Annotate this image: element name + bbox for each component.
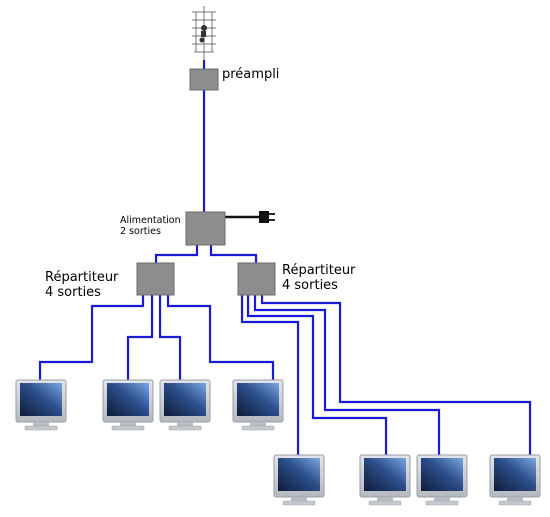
- cable-alimentation-right: [209, 245, 258, 263]
- preampli-label: préampli: [222, 67, 280, 82]
- monitor-icon: [416, 454, 468, 506]
- cable-right-out-1: [240, 295, 300, 455]
- monitor-icon: [359, 454, 411, 506]
- monitor-icon: [15, 379, 67, 431]
- repartiteur-left-label: Répartiteur 4 sorties: [45, 270, 119, 300]
- antenna-icon: [192, 6, 216, 60]
- power-plug-icon: [225, 211, 275, 223]
- cable-left-out-3: [158, 295, 182, 380]
- monitor-icon: [273, 454, 325, 506]
- monitor-icon: [232, 379, 284, 431]
- repartiteur-right-label: Répartiteur 4 sorties: [282, 263, 356, 293]
- monitor-icon: [102, 379, 154, 431]
- monitor-icon: [159, 379, 211, 431]
- cable-right-out-2: [246, 295, 388, 455]
- alimentation-box: [185, 211, 226, 246]
- cable-left-out-2: [126, 295, 154, 380]
- cable-alimentation-left: [154, 245, 199, 263]
- repartiteur-left-box: [136, 262, 175, 296]
- repartiteur-right-box: [237, 262, 276, 296]
- cable-left-out-1: [38, 295, 145, 380]
- cable-left-out-4: [166, 295, 275, 380]
- cable-right-out-4: [260, 295, 532, 455]
- monitor-icon: [489, 454, 541, 506]
- alimentation-label: Alimentation 2 sorties: [120, 215, 181, 237]
- cable-right-out-3: [253, 295, 441, 455]
- preampli-box: [189, 68, 219, 91]
